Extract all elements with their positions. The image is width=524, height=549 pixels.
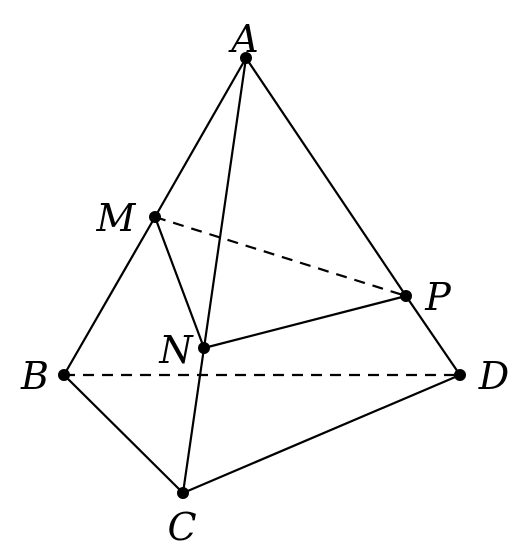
vertex-p — [400, 290, 412, 302]
edge-mp — [154, 215, 407, 298]
vertex-a — [240, 52, 252, 64]
edge-am — [153, 56, 248, 219]
vertex-m — [149, 211, 161, 223]
vertex-d — [454, 369, 466, 381]
vertex-b — [58, 369, 70, 381]
edge-cd — [181, 373, 462, 495]
edges-group — [62, 56, 462, 495]
label-b: B — [20, 354, 49, 398]
edge-ap — [244, 56, 408, 298]
edge-mb — [62, 215, 157, 377]
vertex-c — [177, 487, 189, 499]
labels-group: A B C D M N P — [20, 17, 509, 549]
vertices-group — [58, 52, 466, 499]
vertex-n — [198, 342, 210, 354]
edge-np — [202, 294, 408, 350]
edge-bc — [62, 373, 185, 495]
label-c: C — [167, 505, 196, 549]
label-n: N — [158, 328, 194, 372]
label-a: A — [228, 17, 258, 61]
label-m: M — [96, 196, 137, 240]
edge-an — [202, 56, 248, 350]
edge-mn — [153, 215, 206, 350]
label-d: D — [478, 354, 509, 398]
edge-nc — [181, 346, 206, 495]
label-p: P — [424, 275, 452, 319]
edge-pd — [404, 294, 462, 377]
